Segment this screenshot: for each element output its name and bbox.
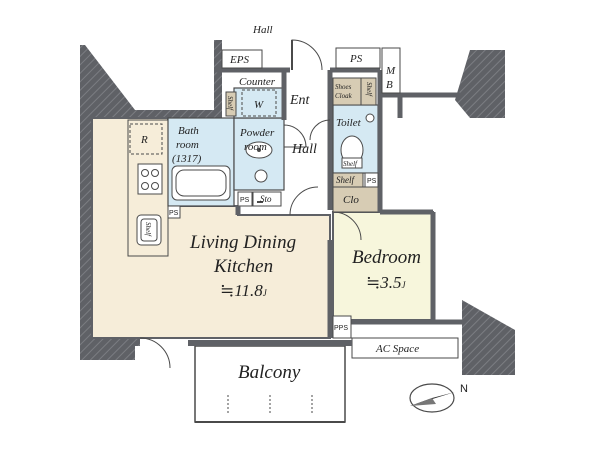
bath-label-3: (1317) [172,153,202,165]
mb-m-label: M [385,65,396,77]
toilet-door [309,119,331,141]
ldk-label-2: Kitchen [213,256,273,277]
entrance-door [291,39,323,71]
shelf-kitchen-label: Shelf [144,222,152,237]
pps-label: PPS [334,325,348,332]
eps-label: EPS [229,54,249,66]
kitchen-sink [136,214,162,246]
bath-label-2: room [176,139,199,151]
ldk-area-value: ≒11.8 [220,281,263,300]
compass-rose [409,383,455,413]
ps-bath-box [237,191,253,207]
balcony-area [194,345,346,423]
refrigerator-outline [129,123,163,155]
ldk-area-label: ≒11.8J [220,281,268,300]
powder-label-2: room [244,141,267,153]
eps-box [221,49,263,69]
ac-space-box [351,337,459,359]
shelf-shoes-area [360,77,377,106]
bedroom-label: Bedroom [352,247,421,268]
pps-box [332,315,352,339]
shelf-counter-box [225,91,237,117]
shelf-counter-label: Shelf [226,96,234,111]
bedroom-area-unit: J [402,280,407,290]
w-label: W [254,99,264,111]
bathtub [171,165,231,201]
shoes-cloak-label-1: Shoes [335,83,352,91]
bedroom-area-label: ≒3.5J [366,273,407,292]
hall-top-label: Hall [252,24,273,36]
bedroom-area-value: ≒3.5 [366,273,402,292]
ps-top-label: PS [349,53,363,65]
ldk-door [289,186,319,216]
shoes-cloak-label-2: Cloak [335,92,353,100]
ps-clo-box [364,172,379,188]
ps-kitchen-box [167,205,181,219]
washer-box [241,89,277,117]
ps-clo-label: PS [367,178,377,185]
toilet-label: Toilet [336,117,362,129]
sto-label: Sto [260,194,272,204]
compass-n-label: N [460,383,468,395]
shelf-toilet-label: Shelf [343,160,358,168]
ps-bath-label: PS [240,197,250,204]
balcony-door-left [139,337,171,369]
shelf-clo-area [332,172,364,188]
clo-label: Clo [343,194,359,206]
ac-space-label: AC Space [375,343,419,355]
ldk-label-1: Living Dining [189,232,296,253]
interior-walls [214,67,462,338]
ps-top-box [335,47,381,69]
r-label: R [140,134,148,146]
mb-b-label: B [386,79,393,91]
bath-label-1: Bath [178,125,199,137]
stove [137,163,163,195]
mb-box [381,47,401,94]
clo-area [332,186,379,213]
bedroom-door [332,211,362,241]
bath-door [283,124,307,148]
ent-label: Ent [289,93,311,108]
counter-label: Counter [239,76,276,88]
ldk-area-unit: J [263,288,268,298]
balcony-label: Balcony [238,362,301,383]
shelf-clo-label: Shelf [336,175,355,185]
ps-kitchen-label: PS [169,210,179,217]
powder-label-1: Powder [239,127,275,139]
hall-mid-label: Hall [291,142,317,157]
shelf-shoes-label: Shelf [365,82,373,97]
